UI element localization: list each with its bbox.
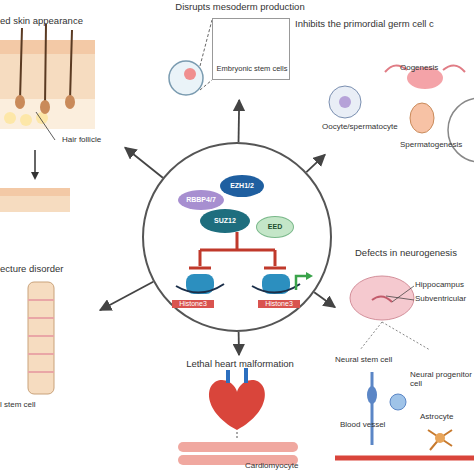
activation-arrow [296,276,306,290]
node-label: Subventricular [415,294,474,303]
node-heading: RBBP4/7 [186,196,216,204]
node-heading: Embryonic stem cells [213,65,291,74]
complex-circle: Histone3 Histone3 EZH1/2RBBP4/7SUZ12EED [142,142,332,332]
effect-arrow [100,282,153,310]
cell-box: Embryonic stem cells [212,18,290,80]
node-label: Neural stem cell [335,355,407,364]
subunit-ellipse: RBBP4/7 [178,190,224,210]
node-heading: Defects in neurogenesis [355,248,474,259]
effect-arrow [238,100,240,142]
effect-arrow [125,147,163,177]
node-heading: ecture disorder [0,264,100,275]
node-heading: SUZ12 [214,217,236,225]
complex-backdrop [143,143,331,331]
node-heading: Inhibits the primordial germ cell c [295,19,473,30]
effect-arrow [238,332,240,355]
node-heading: Histone3 [172,300,214,308]
intestine-column [28,282,54,394]
phenotype-panel: Disrupts mesoderm productionEmbryonic st… [150,0,330,100]
heart [178,368,298,465]
skin-section [0,24,95,212]
node-label: Blood vessel [340,420,400,429]
phenotype-panel: Lethal heart malformationCardiomyocyte [160,355,320,474]
node-label: Histone3 [258,300,300,308]
node-heading: EED [268,223,282,231]
node-label: Oogenesis [400,63,460,72]
node-label: Astrocyte [420,412,474,421]
node-label: Hippocampus [415,280,474,289]
phenotype-panel: Inhibits the primordial germ cell cOogen… [325,15,474,155]
activation-arrow-head [306,272,313,280]
node-label: Spermatogenesis [400,140,474,149]
subunit-ellipse: EED [256,216,294,238]
node-label: Oocyte/spermatocyte [322,122,407,131]
phenotype-panel: ecture disorder l stem cell [0,262,100,412]
embryo-inner [184,68,196,80]
phenotype-panel: Defects in neurogenesisHippocampusSubven… [335,240,474,474]
subunit-ellipse: SUZ12 [200,209,250,233]
effect-arrow [314,292,335,307]
node-label: Hair follicle [62,135,122,144]
node-label: l stem cell [0,400,60,409]
node-heading: Disrupts mesoderm production [150,2,330,13]
brain-and-cells [335,276,474,458]
zoom-lines [200,20,212,90]
node-heading: ed skin appearance [0,16,118,27]
nucleosome [176,274,300,294]
subunit-ellipse: EZH1/2 [220,175,264,197]
node-label: Cardiomyocyte [245,461,320,470]
node-heading: EZH1/2 [230,182,254,190]
node-heading: Lethal heart malformation [160,359,320,370]
node-label: Neural progenitor cell [410,370,474,388]
effect-arrow [306,155,325,172]
germ-cells [329,65,474,162]
phenotype-panel: ed skin appearanceHair follicle [0,10,125,185]
embryo-icon [169,61,203,95]
